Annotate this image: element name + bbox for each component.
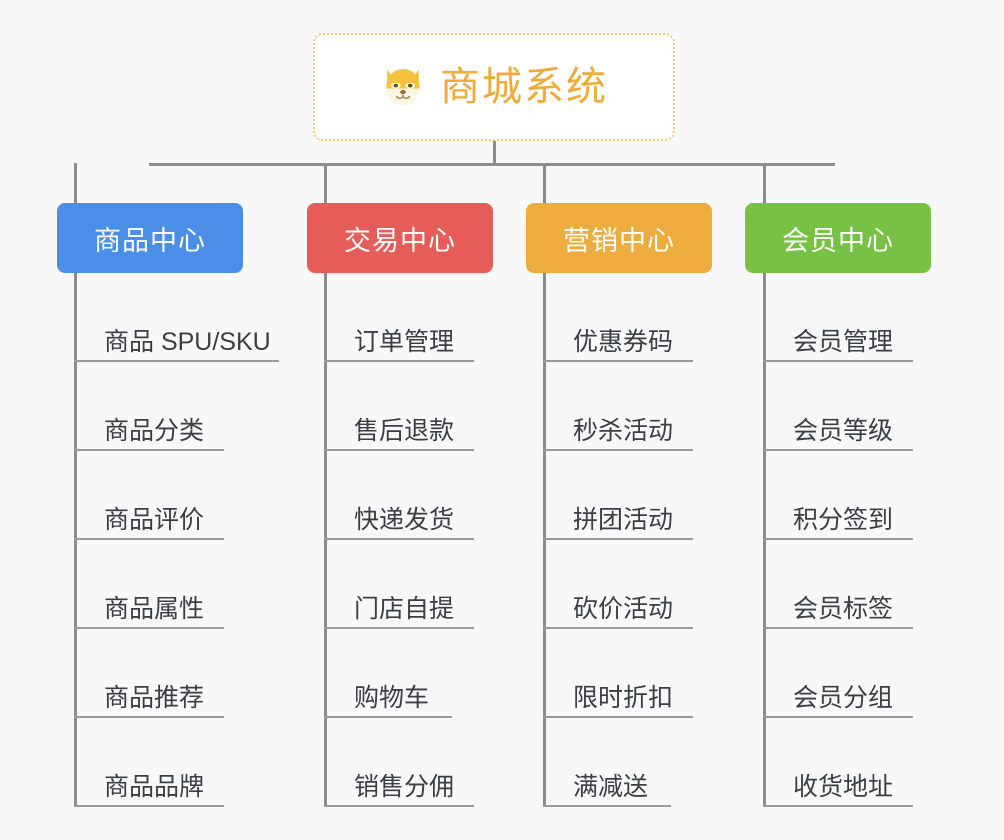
connector-root-stem [493, 141, 496, 165]
category-box-1[interactable]: 商品中心 [57, 203, 243, 273]
leaf-item[interactable]: 门店自提 [324, 540, 474, 629]
connector-drop-1 [74, 163, 77, 203]
leaf-item-label: 商品评价 [104, 505, 205, 534]
connector-horizontal-bus [149, 163, 835, 166]
leaf-item-label: 快递发货 [354, 505, 455, 534]
category-box-2[interactable]: 交易中心 [307, 203, 493, 273]
connector-drop-2 [324, 163, 327, 203]
leaf-item-label: 拼团活动 [573, 505, 674, 534]
leaf-item-label: 会员标签 [793, 594, 894, 623]
branch-column-3: 优惠券码秒杀活动拼团活动砍价活动限时折扣满减送 [543, 273, 693, 807]
leaf-item-label: 秒杀活动 [573, 416, 674, 445]
leaf-item[interactable]: 秒杀活动 [543, 362, 693, 451]
category-label: 交易中心 [344, 225, 456, 256]
leaf-item-label: 优惠券码 [573, 327, 674, 356]
leaf-item-label: 售后退款 [354, 416, 455, 445]
category-label: 会员中心 [782, 225, 894, 256]
leaf-item-label: 收货地址 [793, 772, 894, 801]
leaf-item-label: 满减送 [573, 772, 649, 801]
leaf-item[interactable]: 会员分组 [763, 629, 913, 718]
leaf-item[interactable]: 积分签到 [763, 451, 913, 540]
branch-column-1: 商品 SPU/SKU 商品分类商品评价商品属性商品推荐商品品牌 [74, 273, 279, 807]
leaf-item[interactable]: 收货地址 [763, 718, 913, 807]
leaf-item-label: 销售分佣 [354, 772, 455, 801]
connector-spine-4 [763, 273, 766, 807]
leaf-item-label: 门店自提 [354, 594, 455, 623]
leaf-item[interactable]: 订单管理 [324, 273, 474, 362]
branch-column-4: 会员管理会员等级积分签到会员标签会员分组收货地址 [763, 273, 913, 807]
root-node[interactable]: 商城系统 [313, 33, 675, 141]
connector-spine-2 [324, 273, 327, 807]
leaf-item[interactable]: 商品推荐 [74, 629, 224, 718]
leaf-item-label: 砍价活动 [573, 594, 674, 623]
leaf-item[interactable]: 商品分类 [74, 362, 224, 451]
leaf-item-label: 会员分组 [793, 683, 894, 712]
leaf-item[interactable]: 商品评价 [74, 451, 224, 540]
category-box-3[interactable]: 营销中心 [526, 203, 712, 273]
leaf-item-label: 购物车 [354, 683, 430, 712]
root-title: 商城系统 [440, 65, 608, 109]
leaf-item-label: 商品分类 [104, 416, 205, 445]
leaf-item-label: 积分签到 [793, 505, 894, 534]
connector-drop-4 [763, 163, 766, 203]
leaf-item[interactable]: 销售分佣 [324, 718, 474, 807]
category-label: 商品中心 [94, 225, 206, 256]
connector-spine-3 [543, 273, 546, 807]
leaf-item[interactable]: 商品属性 [74, 540, 224, 629]
leaf-item[interactable]: 优惠券码 [543, 273, 693, 362]
leaf-item-label: 限时折扣 [573, 683, 674, 712]
category-box-4[interactable]: 会员中心 [745, 203, 931, 273]
leaf-item[interactable]: 会员标签 [763, 540, 913, 629]
leaf-item[interactable]: 快递发货 [324, 451, 474, 540]
branch-column-2: 订单管理售后退款快递发货门店自提购物车销售分佣 [324, 273, 474, 807]
leaf-item[interactable]: 商品品牌 [74, 718, 224, 807]
connector-drop-3 [543, 163, 546, 203]
leaf-item[interactable]: 商品 SPU/SKU [74, 273, 279, 362]
leaf-item[interactable]: 拼团活动 [543, 451, 693, 540]
leaf-item-label: 商品推荐 [104, 683, 205, 712]
leaf-item-label: 商品属性 [104, 594, 205, 623]
leaf-item[interactable]: 购物车 [324, 629, 452, 718]
leaf-item-label: 会员等级 [793, 416, 894, 445]
leaf-item[interactable]: 满减送 [543, 718, 671, 807]
dog-face-icon [386, 69, 420, 105]
leaf-item-label: 商品品牌 [104, 772, 205, 801]
leaf-item[interactable]: 会员等级 [763, 362, 913, 451]
leaf-item-label: 订单管理 [354, 327, 455, 356]
leaf-item[interactable]: 售后退款 [324, 362, 474, 451]
connector-spine-1 [74, 273, 77, 807]
leaf-item[interactable]: 砍价活动 [543, 540, 693, 629]
leaf-item-label: 会员管理 [793, 327, 894, 356]
leaf-item-label: 商品 SPU/SKU [104, 327, 271, 356]
category-label: 营销中心 [563, 225, 675, 256]
leaf-item[interactable]: 限时折扣 [543, 629, 693, 718]
leaf-item[interactable]: 会员管理 [763, 273, 913, 362]
